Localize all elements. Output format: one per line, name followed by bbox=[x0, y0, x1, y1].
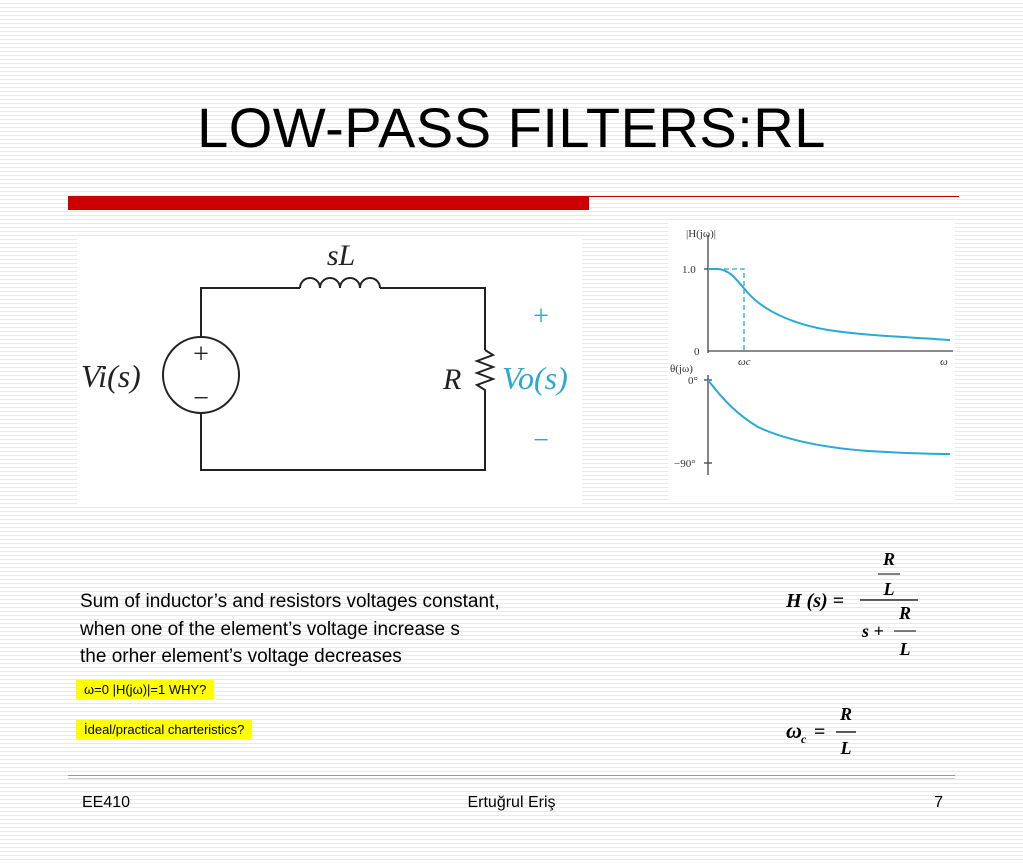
svg-text:L: L bbox=[840, 738, 852, 758]
explanation-text: Sum of inductor’s and resistors voltages… bbox=[80, 588, 500, 671]
explanation-line-1: Sum of inductor’s and resistors voltages… bbox=[80, 591, 500, 612]
omega-axis-label: ω bbox=[940, 356, 948, 368]
highlight-note-characteristics: İdeal/practical charteristics? bbox=[76, 720, 253, 739]
inductor-label: sL bbox=[327, 239, 355, 272]
magnitude-tick-1: 1.0 bbox=[682, 264, 696, 276]
svg-text:c: c bbox=[801, 732, 807, 746]
magnitude-axis-label: |H(jω)| bbox=[686, 228, 716, 240]
phase-curve bbox=[707, 379, 951, 455]
magnitude-tick-0: 0 bbox=[694, 346, 700, 358]
source-label: Vi(s) bbox=[81, 358, 141, 394]
svg-text:L: L bbox=[883, 579, 895, 599]
output-plus-sign: + bbox=[533, 301, 549, 332]
svg-text:L: L bbox=[899, 639, 911, 659]
footer-divider-shadow bbox=[68, 778, 955, 779]
resistor-label: R bbox=[442, 363, 461, 396]
explanation-line-3: the orher element’s voltage decreases bbox=[80, 646, 402, 667]
footer-author: Ertuğrul Eriş bbox=[467, 794, 556, 811]
footer-divider bbox=[68, 775, 955, 776]
highlight-note-why: ω=0 |H(jω)|=1 WHY? bbox=[76, 680, 215, 699]
source-minus-sign: − bbox=[193, 383, 209, 414]
title-accent-bar bbox=[68, 196, 589, 210]
frequency-response-plots: |H(jω)| 1.0 0 ωc ω θ(jω) 0° −90° bbox=[668, 223, 955, 502]
cutoff-frequency-equation: ω c = R L bbox=[778, 700, 888, 762]
output-minus-sign: − bbox=[533, 425, 549, 456]
omega-c-label: ωc bbox=[738, 356, 751, 368]
output-label: Vo(s) bbox=[502, 360, 568, 396]
svg-text:ω: ω bbox=[786, 718, 802, 743]
svg-text:H (s) =: H (s) = bbox=[785, 590, 844, 612]
explanation-line-2: when one of the element’s voltage increa… bbox=[80, 618, 460, 640]
svg-text:s +: s + bbox=[861, 621, 884, 641]
footer-page-number: 7 bbox=[934, 794, 943, 811]
title-accent-line bbox=[589, 196, 959, 197]
svg-text:=: = bbox=[814, 721, 825, 743]
slide-title: LOW-PASS FILTERS:RL bbox=[197, 96, 826, 159]
transfer-function-equation: H (s) = R L s + R L bbox=[778, 545, 938, 665]
svg-text:R: R bbox=[882, 549, 895, 569]
phase-axis-label: θ(jω) bbox=[670, 363, 693, 375]
phase-tick-90: −90° bbox=[674, 458, 696, 470]
footer-course-code: EE410 bbox=[82, 794, 131, 811]
phase-tick-0: 0° bbox=[688, 375, 698, 387]
rl-circuit-diagram: + − sL Vi(s) R Vo(s) + − bbox=[77, 237, 582, 505]
magnitude-curve bbox=[708, 268, 951, 341]
svg-text:R: R bbox=[898, 603, 911, 623]
svg-text:R: R bbox=[839, 704, 852, 724]
source-plus-sign: + bbox=[193, 339, 209, 370]
